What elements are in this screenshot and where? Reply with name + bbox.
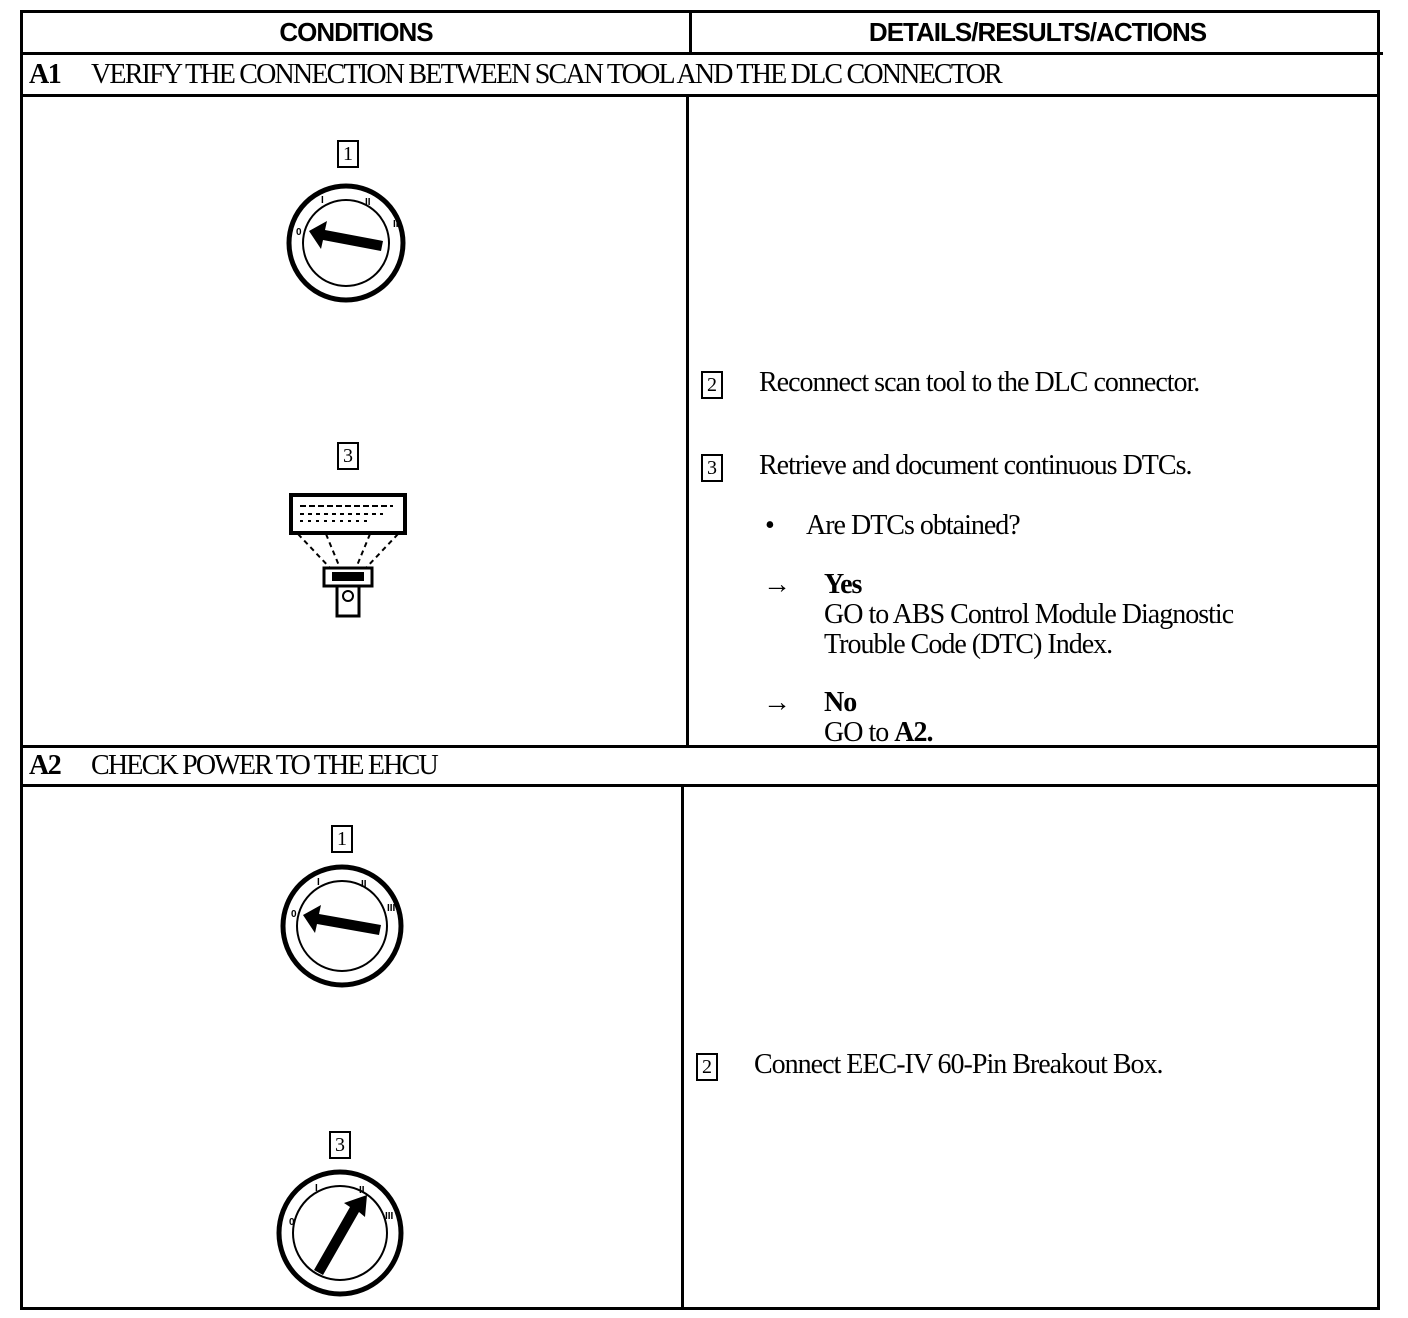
step-a1-id: A1: [29, 58, 62, 90]
a2-action-2-text: Connect EEC-IV 60-Pin Breakout Box.: [754, 1049, 1164, 1080]
svg-text:III: III: [385, 1211, 394, 1222]
a1-action-step-2: 2: [701, 371, 723, 399]
ignition-key-off-icon: 0 I II III: [280, 864, 404, 988]
a2-figure-step-3: 3: [329, 1131, 351, 1159]
svg-text:0: 0: [296, 227, 302, 238]
a1-action-2-text: Reconnect scan tool to the DLC connector…: [759, 367, 1200, 398]
a1-yes-line-2: Trouble Code (DTC) Index.: [824, 629, 1113, 660]
ignition-key-off-icon: 0 I II III: [286, 183, 406, 303]
svg-text:II: II: [359, 1185, 365, 1196]
svg-text:I: I: [321, 195, 324, 206]
a2-action-step-2: 2: [696, 1053, 718, 1081]
svg-text:II: II: [365, 197, 371, 208]
bullet-icon: •: [765, 510, 775, 541]
svg-text:0: 0: [289, 1217, 295, 1228]
details-header: DETAILS/RESULTS/ACTIONS: [692, 13, 1383, 55]
a1-no-label: No: [824, 687, 857, 718]
a1-no-target: A2.: [894, 717, 933, 748]
step-a2-id: A2: [29, 750, 62, 781]
step-a1-title-bar: A1 VERIFY THE CONNECTION BETWEEN SCAN TO…: [23, 55, 1377, 97]
a1-yes-label: Yes: [824, 569, 862, 600]
a1-yes-line-1: GO to ABS Control Module Diagnostic: [824, 599, 1234, 630]
a1-figure-step-3: 3: [337, 442, 359, 470]
ignition-key-run-icon: 0 I II III: [276, 1169, 404, 1297]
svg-text:0: 0: [291, 909, 297, 920]
svg-text:III: III: [387, 903, 396, 914]
scan-tool-icon: [289, 493, 407, 618]
step-a2-title: CHECK POWER TO THE EHCU: [91, 750, 439, 781]
step-a2-title-bar: A2 CHECK POWER TO THE EHCU: [23, 745, 1377, 787]
a1-action-3-text: Retrieve and document continuous DTCs.: [759, 450, 1192, 481]
a1-question: Are DTCs obtained?: [806, 510, 1021, 541]
svg-text:II: II: [361, 879, 367, 890]
a2-figure-step-1: 1: [331, 825, 353, 853]
a2-actions-cell: 2 Connect EEC-IV 60-Pin Breakout Box.: [684, 787, 1377, 1307]
a1-figure-step-1: 1: [337, 140, 359, 168]
step-a1-title: VERIFY THE CONNECTION BETWEEN SCAN TOOL …: [91, 58, 1003, 90]
svg-text:I: I: [315, 1183, 318, 1194]
arrow-right-icon: →: [763, 569, 791, 600]
a1-no-go: GO to: [824, 717, 895, 748]
a1-no-action: GO to A2.: [824, 717, 933, 749]
a1-conditions-cell: 1 0 I II III 3: [23, 97, 689, 745]
svg-text:III: III: [393, 219, 402, 230]
diagnostic-table: CONDITIONS DETAILS/RESULTS/ACTIONS A1 VE…: [20, 10, 1383, 1310]
conditions-header: CONDITIONS: [23, 13, 692, 55]
svg-text:I: I: [317, 877, 320, 888]
a1-actions-cell: 2 Reconnect scan tool to the DLC connect…: [689, 97, 1377, 748]
a2-conditions-cell: 1 0 I II III 3 0 I II III: [23, 787, 684, 1307]
a1-action-step-3: 3: [701, 454, 723, 482]
arrow-right-icon: →: [763, 687, 791, 718]
